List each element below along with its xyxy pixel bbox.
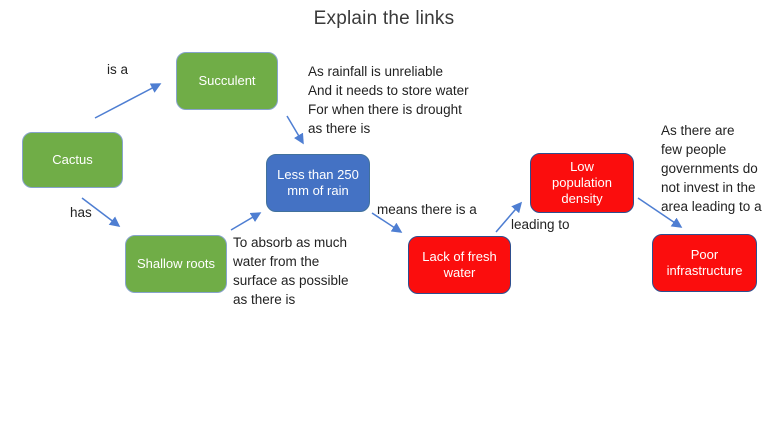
slide-title: Explain the links	[313, 8, 455, 29]
node-poor-infrastructure: Poor infrastructure	[652, 234, 757, 292]
node-rain-label: Less than 250 mm of rain	[277, 167, 359, 198]
edge-label-is-a: is a	[107, 62, 129, 77]
annotation-governments-invest: As there are few people governments do n…	[661, 123, 762, 214]
annotation-rainfall-unreliable: As rainfall is unreliable And it needs t…	[308, 64, 469, 136]
node-cactus-label: Cactus	[52, 152, 93, 167]
node-low-population-density: Low population density	[530, 153, 634, 213]
annotation-absorb-water: To absorb as much water from the surface…	[233, 235, 349, 307]
arrow-succulent-to-rain	[286, 115, 304, 145]
arrow-shallow-roots-to-rain	[230, 212, 262, 231]
node-shallow-roots: Shallow roots	[125, 235, 227, 293]
node-lack-of-fresh-water: Lack of fresh water	[408, 236, 511, 294]
edge-label-leading-to: leading to	[511, 217, 570, 232]
arrow-cactus-to-succulent	[94, 83, 162, 119]
node-low-population-label: Low population density	[552, 159, 612, 206]
node-poor-infra-label: Poor infrastructure	[666, 247, 743, 278]
edge-label-has: has	[70, 205, 92, 220]
node-succulent: Succulent	[176, 52, 278, 110]
node-shallow-roots-label: Shallow roots	[136, 256, 216, 271]
node-less-than-250mm-rain: Less than 250 mm of rain	[266, 154, 370, 212]
node-succulent-label: Succulent	[198, 73, 256, 88]
node-cactus: Cactus	[22, 132, 123, 188]
node-lack-water-label: Lack of fresh water	[422, 249, 497, 280]
edge-label-means-there-is-a: means there is a	[377, 202, 477, 217]
